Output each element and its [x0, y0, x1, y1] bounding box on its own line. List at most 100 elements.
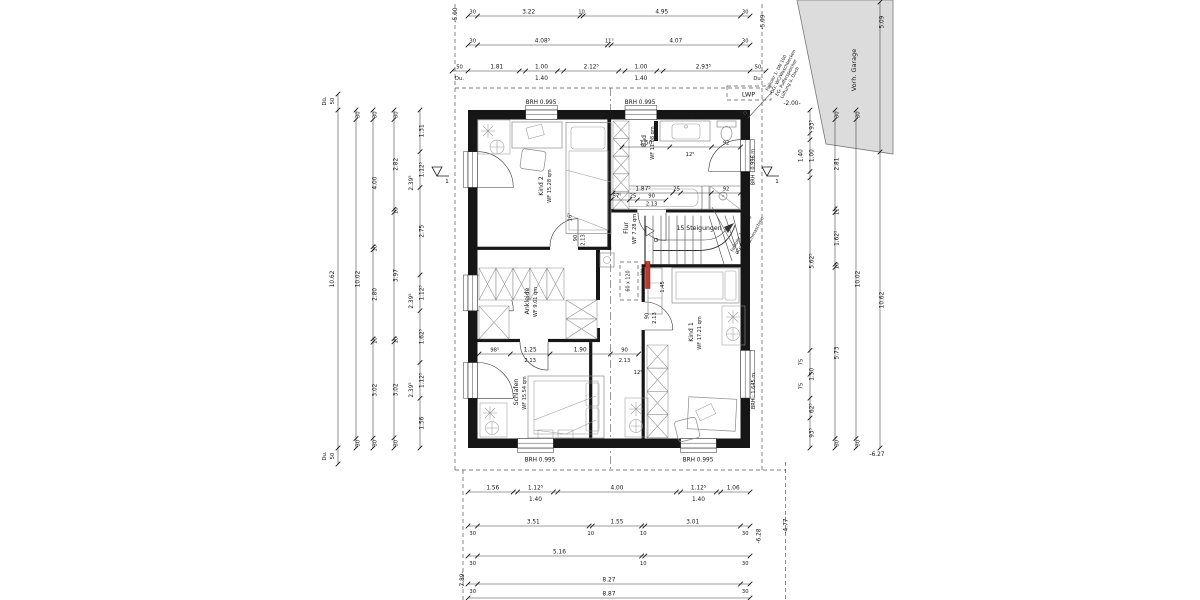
dim-label: 3.02	[394, 383, 400, 396]
dim-label: 30	[469, 10, 476, 16]
dim-label: 90	[648, 194, 655, 200]
dim-label: 10	[394, 207, 400, 214]
dim-label: 1.40	[535, 76, 548, 82]
dim-label: 10	[373, 337, 379, 344]
stair-winders	[708, 215, 741, 265]
shower-drain-dot	[722, 195, 724, 197]
dim-label: 10	[373, 245, 379, 252]
level-marker-left	[431, 166, 443, 177]
dim-label: 1.12⁵	[691, 485, 707, 492]
dim-16-5: 16⁵	[568, 213, 574, 222]
radiator-label: HK	[640, 269, 645, 275]
dim-label: 1.31	[420, 124, 426, 137]
dim-kind1-door: 90	[645, 313, 651, 320]
bench-1	[537, 429, 554, 439]
room-label-bad: Bad	[641, 135, 648, 147]
shower-hatch	[709, 185, 741, 210]
closet-cell	[495, 267, 514, 301]
dim-label: 75	[799, 359, 805, 366]
plant-pot	[721, 305, 746, 346]
dim-label: 93⁵	[809, 119, 816, 129]
blanket-folds	[565, 169, 612, 231]
dim-label: 4.08⁵	[535, 38, 551, 45]
plant-icon-spokes	[490, 140, 504, 154]
dim-label: 1.00	[535, 65, 548, 71]
dim-label: 30	[742, 39, 749, 45]
dim-label: 1.40	[799, 149, 805, 162]
room-label-kind1: Kind 1	[688, 322, 695, 342]
dim-label: 1.81	[490, 65, 503, 71]
blanket-folds	[533, 395, 597, 435]
dim-label: 30	[856, 440, 862, 447]
dim-label: 30	[469, 589, 476, 595]
room-label-flur: Flur	[623, 222, 630, 234]
closet-cell	[646, 367, 669, 392]
level-marker-left-number: 1	[445, 179, 449, 185]
plant-pot	[624, 397, 649, 438]
dim-label: 1.40	[529, 497, 542, 503]
dim-label: 1.56	[420, 416, 426, 429]
dim-label: 1.50	[810, 368, 816, 381]
leader-fallrohr-2	[711, 206, 735, 248]
dim-label: 30	[856, 111, 862, 118]
closet-cell	[565, 299, 598, 320]
dim-label: 2.81	[835, 157, 841, 170]
furniture-schlafen	[527, 375, 605, 439]
dim-label: 10	[578, 10, 585, 16]
plant-icon	[629, 402, 643, 416]
dim-label: 30	[373, 440, 379, 447]
bench-2	[557, 429, 574, 439]
plant-icon	[726, 310, 740, 324]
dim-label: 3.51	[527, 520, 540, 526]
vent-mark	[743, 111, 747, 115]
room-area-flur: WF 7.28 qm	[632, 214, 638, 244]
dim-label: 1.50	[640, 141, 653, 147]
level-minus-6-28: -6.28	[757, 528, 763, 543]
dim-label: 1.62⁵	[834, 230, 841, 246]
closet-cell	[646, 344, 669, 369]
dim-label: 1.00	[810, 149, 816, 162]
door-kind2	[549, 218, 579, 247]
double-bed	[527, 375, 605, 439]
dim-label: 1.25	[524, 348, 537, 354]
shower-drain	[718, 191, 728, 201]
dim-label: 2.93⁵	[696, 64, 712, 71]
dim-label: 3.01	[686, 520, 699, 526]
dim-label: 1.00	[634, 65, 647, 71]
dim-label: 2.80	[373, 288, 379, 301]
dim-label: 8.87	[603, 592, 616, 598]
faucet	[684, 124, 688, 129]
closet-cell	[565, 318, 598, 340]
dim-label: 1.06	[727, 486, 740, 492]
mattress	[568, 150, 609, 231]
dim-label: 2.39⁵	[408, 293, 415, 309]
dim-label: 93⁵	[809, 427, 816, 437]
chair	[519, 148, 547, 172]
dim-label: 92	[723, 187, 730, 193]
room-area-bad: WF 11.08 qm	[650, 126, 656, 159]
dim-label: 12⁵	[686, 152, 695, 158]
vanity	[659, 120, 711, 142]
lwp-label: LWP	[742, 91, 755, 99]
shaft-60x120-box	[619, 261, 639, 301]
closet-cell	[478, 305, 510, 340]
dim-label: 30	[835, 440, 841, 447]
dim-label: 8.27	[603, 578, 616, 584]
flur-basin-bowl	[603, 256, 611, 264]
dim-label: 5.62⁵	[809, 253, 816, 269]
dim-label: 30	[469, 561, 476, 567]
dim-sideboard: 1.45	[660, 281, 666, 293]
pillow-2	[585, 407, 600, 432]
plant-icon	[481, 124, 495, 138]
plant-pot	[479, 402, 508, 438]
dim-label: 10	[835, 262, 841, 269]
windows	[463, 105, 755, 453]
wc-cistern	[716, 120, 737, 128]
dim-label: 50	[456, 65, 463, 71]
room-label-schlafen: Schlafen	[513, 379, 520, 406]
door-bad	[637, 212, 667, 241]
dim-label: 30	[356, 111, 362, 118]
dim-label: Du.	[455, 76, 464, 82]
level-marker-right	[761, 166, 773, 177]
